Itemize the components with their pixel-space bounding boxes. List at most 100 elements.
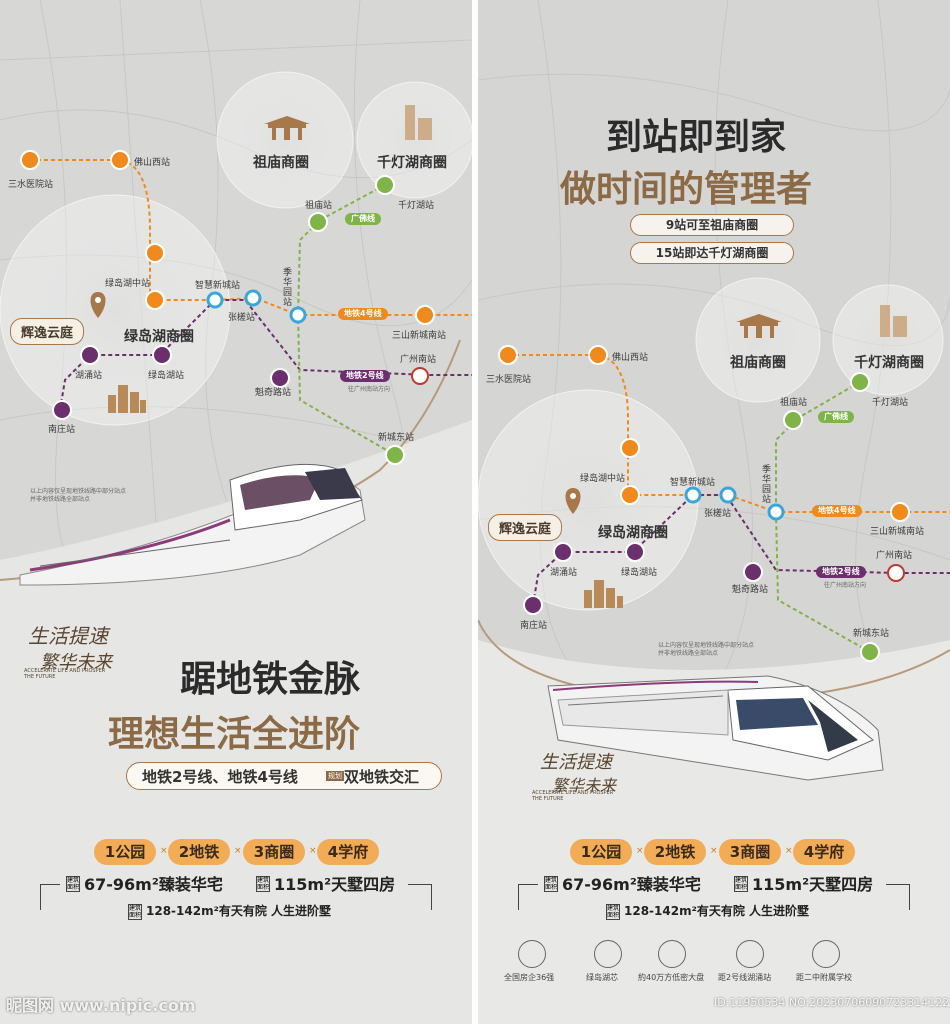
pill-park: 1公园 (94, 839, 156, 865)
map-note: 以上内容仅呈现地铁线路中部分站点 并非地铁线路全部站点 (658, 642, 755, 657)
station-label: 智慧新城站 (195, 281, 241, 291)
station-label: 广州南站 (876, 551, 913, 561)
pill-business: 3商圈 (243, 839, 305, 865)
station-label: 广州南站 (400, 355, 437, 365)
poster-left: 三水医院站 佛山西站 祖庙站 千灯湖站 绿岛湖中站 智慧新城站 张槎站 季华园站… (0, 0, 472, 1024)
slogan-sub: 繁华未来 (552, 776, 617, 795)
watermark-id: ID:11950534 NO:20230706090723314122 (714, 996, 950, 1009)
station-label: 魁奇路站 (255, 388, 292, 398)
building-icon (405, 105, 432, 140)
bubble-title-zumiao: 祖庙商圈 (730, 355, 786, 371)
spec3: 128-142m²有天有院 人生进阶墅 (146, 904, 332, 918)
temple-icon (736, 314, 782, 338)
line-direction: 往广州南站方向 (348, 386, 391, 393)
project-tag: 辉逸云庭 (10, 318, 85, 345)
pill-park: 1公园 (570, 839, 632, 865)
spec1: 67-96m²臻装华宅 (84, 875, 223, 894)
company-icon (518, 940, 546, 968)
island-icon (594, 940, 622, 968)
tag-2: 15站即达千灯湖商圈 (630, 242, 794, 264)
station-label: 绿岛湖中站 (105, 279, 151, 289)
building-cluster-icon (584, 580, 623, 608)
station-label: 绿岛湖站 (148, 371, 185, 381)
station-label: 祖庙站 (780, 398, 808, 408)
location-pin-icon (90, 292, 106, 318)
station-label: 季华园站 (283, 268, 293, 308)
headline-1: 踞地铁金脉 (180, 659, 361, 700)
station-label: 佛山西站 (612, 353, 649, 363)
feature-label: 約40万方低密大盘 (638, 973, 705, 982)
pill-metro: 2地铁 (168, 839, 230, 865)
spec3-tag: 建筑面积 (128, 904, 142, 920)
slogan-en: ACCELERATE LIFE AND PROSPER THE FUTURE (532, 790, 614, 802)
pill-school: 4学府 (793, 839, 855, 865)
headline-1: 到站即到家 (606, 117, 787, 158)
station-label: 季华园站 (762, 465, 772, 505)
subline-tag: 规划 (326, 771, 344, 781)
station-label: 三水医院站 (8, 180, 54, 190)
feature-label: 距二中附属学校 (796, 973, 852, 982)
line-tag-4: 地铁4号线 (338, 308, 388, 320)
train-image (547, 675, 884, 781)
station-label: 新城东站 (853, 629, 890, 639)
headline-2: 理想生活全进阶 (108, 714, 361, 755)
bubble-title-qiandeng: 千灯湖商圈 (377, 155, 447, 171)
station-label: 三山新城南站 (392, 331, 447, 341)
slogan-main: 生活提速 (540, 752, 612, 773)
spec1-tag: 建筑面积 (544, 876, 558, 892)
subline-box (126, 762, 442, 790)
poster-right: 到站即到家 做时间的管理者 9站可至祖庙商圈 15站即达千灯湖商圈 三水医院站 … (478, 0, 950, 1024)
station-markers (20, 150, 435, 465)
bubble-title-zumiao: 祖庙商圈 (253, 155, 309, 171)
station-label: 湖涌站 (550, 568, 578, 578)
building-cluster-icon (108, 385, 146, 413)
slogan-main: 生活提速 (28, 624, 108, 648)
station-label: 佛山西站 (134, 158, 171, 168)
station-label: 千灯湖站 (872, 398, 909, 408)
slogan-sub: 繁华未来 (40, 652, 112, 673)
station-label: 魁奇路站 (732, 585, 769, 595)
spec2: 115m²天墅四房 (752, 875, 874, 894)
subline: 地铁2号线、地铁4号线 (142, 768, 298, 786)
station-label: 三水医院站 (486, 375, 532, 385)
station-label: 新城东站 (378, 433, 415, 443)
line-direction: 往广州南站方向 (824, 582, 867, 589)
metro-icon (736, 940, 764, 968)
station-label: 绿岛湖站 (621, 568, 658, 578)
watermark-site: 昵图网 www.nipic.com (6, 996, 196, 1015)
location-pin-icon (565, 488, 581, 514)
station-label: 祖庙站 (305, 201, 333, 211)
bubble-title-qiandeng: 千灯湖商圈 (854, 355, 924, 371)
pill-school: 4学府 (317, 839, 379, 865)
bubble-title-lvdao: 绿岛湖商圈 (598, 525, 668, 541)
headline-2: 做时间的管理者 (560, 169, 813, 210)
line-tag-guangfo: 广佛线 (345, 213, 381, 225)
line-tag-2: 地铁2号线 (816, 566, 866, 578)
station-label: 三山新城南站 (870, 527, 925, 537)
line-tag-2: 地铁2号线 (340, 370, 390, 382)
line-tag-4: 地铁4号线 (812, 505, 862, 517)
station-label: 智慧新城站 (670, 478, 716, 488)
line-tag-guangfo: 广佛线 (818, 411, 854, 423)
feature-label: 全国房企36强 (504, 973, 555, 982)
station-label: 南庄站 (520, 621, 548, 631)
feature-label: 绿岛湖芯 (586, 973, 618, 982)
slogan-en: ACCELERATE LIFE AND PROSPER THE FUTURE (24, 668, 106, 680)
map-background (478, 0, 950, 1024)
spec1-tag: 建筑面积 (66, 876, 80, 892)
spec2-tag: 建筑面积 (734, 876, 748, 892)
spec3-tag: 建筑面积 (606, 904, 620, 920)
subline-end: 双地铁交汇 (344, 768, 420, 786)
station-label: 湖涌站 (75, 371, 103, 381)
spec3: 128-142m²有天有院 人生进阶墅 (624, 904, 810, 918)
tag-1: 9站可至祖庙商圈 (630, 214, 794, 236)
spec2-tag: 建筑面积 (256, 876, 270, 892)
train-image (19, 463, 366, 586)
station-label: 南庄站 (48, 425, 76, 435)
bubble-title-lvdao: 绿岛湖商圈 (124, 329, 194, 345)
station-label: 绿岛湖中站 (580, 474, 626, 484)
project-tag: 辉逸云庭 (488, 514, 563, 541)
map-note: 以上内容仅呈现地铁线路中部分站点 并非地铁线路全部站点 (30, 488, 127, 503)
temple-icon (264, 116, 310, 140)
